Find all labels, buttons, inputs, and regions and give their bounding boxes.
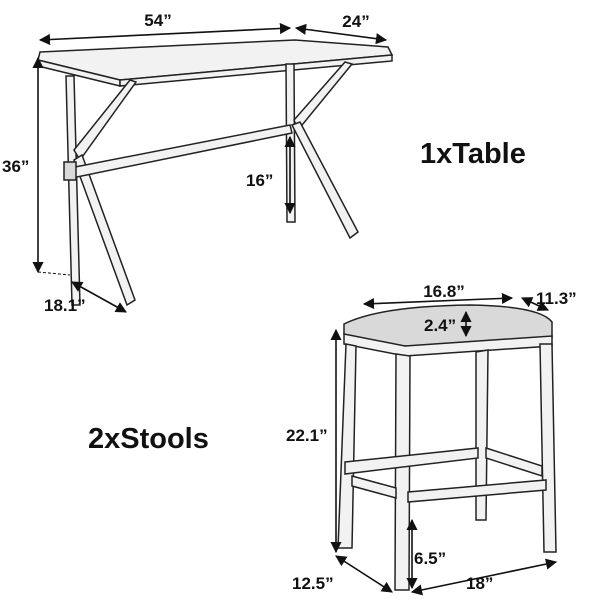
table-length-label: 54” — [144, 11, 171, 30]
stool-footrest-label: 6.5” — [414, 549, 446, 568]
table-count-label: 1xTable — [420, 138, 526, 170]
stool-drawing: 16.8” 11.3” 2.4” 22.1” 6.5” 12.5” 18” 2x… — [88, 282, 577, 596]
stool-stretcher — [344, 447, 479, 475]
table-width-label: 24” — [342, 12, 369, 31]
stool-stretcher — [351, 475, 397, 499]
stool-seat-width-label: 11.3” — [536, 289, 577, 308]
table-leg — [293, 61, 354, 132]
table-leg-spread-label: 18.1” — [44, 296, 86, 315]
table-leg — [73, 79, 138, 162]
table-leg — [65, 75, 81, 306]
stool-stretcher — [407, 479, 547, 503]
stool-length-label: 18” — [466, 574, 493, 593]
table-leg — [290, 121, 359, 240]
stool-leg — [539, 343, 557, 553]
table-leg — [73, 153, 136, 307]
table-drawing: 54” 24” 36” 16” 18.1” 1xTable — [2, 11, 526, 315]
stool-cushion-label: 2.4” — [424, 316, 456, 335]
stool-leg — [394, 353, 411, 591]
stool-stretcher — [485, 446, 543, 478]
stool-leg — [475, 349, 489, 521]
stool-leg — [337, 343, 357, 549]
stool-seat-length-label: 16.8” — [423, 282, 465, 301]
table-height-label: 36” — [2, 157, 29, 176]
stool-count-label: 2xStools — [88, 423, 209, 455]
stool-height-label: 22.1” — [286, 426, 328, 445]
table-stretcher-label: 16” — [246, 171, 273, 190]
stool-depth-label: 12.5” — [292, 574, 334, 593]
